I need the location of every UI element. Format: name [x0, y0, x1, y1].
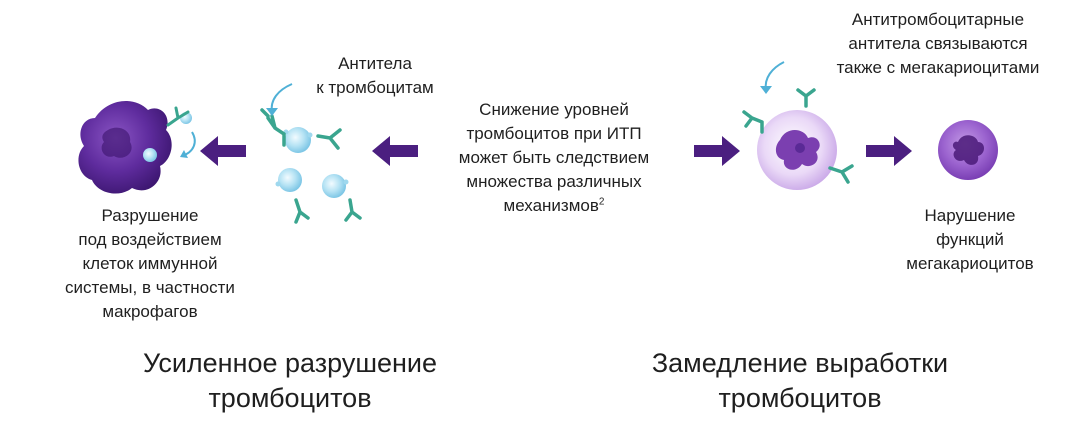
arrow-left-icon: [200, 136, 246, 166]
footnote-superscript: 2: [598, 196, 605, 208]
destruction-label: Разрушение под воздействием клеток иммун…: [65, 206, 235, 321]
platelet-icon: [275, 127, 349, 198]
antibody-icon: [166, 106, 190, 127]
arrow-right-icon: [866, 136, 912, 166]
impairment-label: Нарушение функций мегакариоцитов: [906, 206, 1034, 273]
heading-increased-destruction: Усиленное разрушение тромбоцитов: [142, 348, 438, 413]
center-description: Снижение уровней тромбоцитов при ИТП мож…: [458, 100, 650, 215]
antiplatelet-antibodies-label: Антитромбоцитарные антитела связываются …: [836, 10, 1040, 77]
antibody-icon: [742, 88, 854, 184]
curved-pointer-icon: [180, 131, 196, 158]
antibody-icon: [260, 108, 362, 224]
megakaryocyte-icon: [757, 110, 837, 190]
curved-pointer-icon: [266, 83, 293, 116]
arrow-left-icon: [372, 136, 418, 166]
curved-pointer-icon: [760, 61, 785, 94]
arrow-right-icon: [694, 136, 740, 166]
macrophage-icon: [78, 100, 192, 194]
antibodies-label: Антитела к тромбоцитам: [316, 54, 434, 97]
megakaryocyte-icon: [938, 120, 998, 180]
heading-reduced-production: Замедление выработки тромбоцитов: [651, 348, 949, 413]
